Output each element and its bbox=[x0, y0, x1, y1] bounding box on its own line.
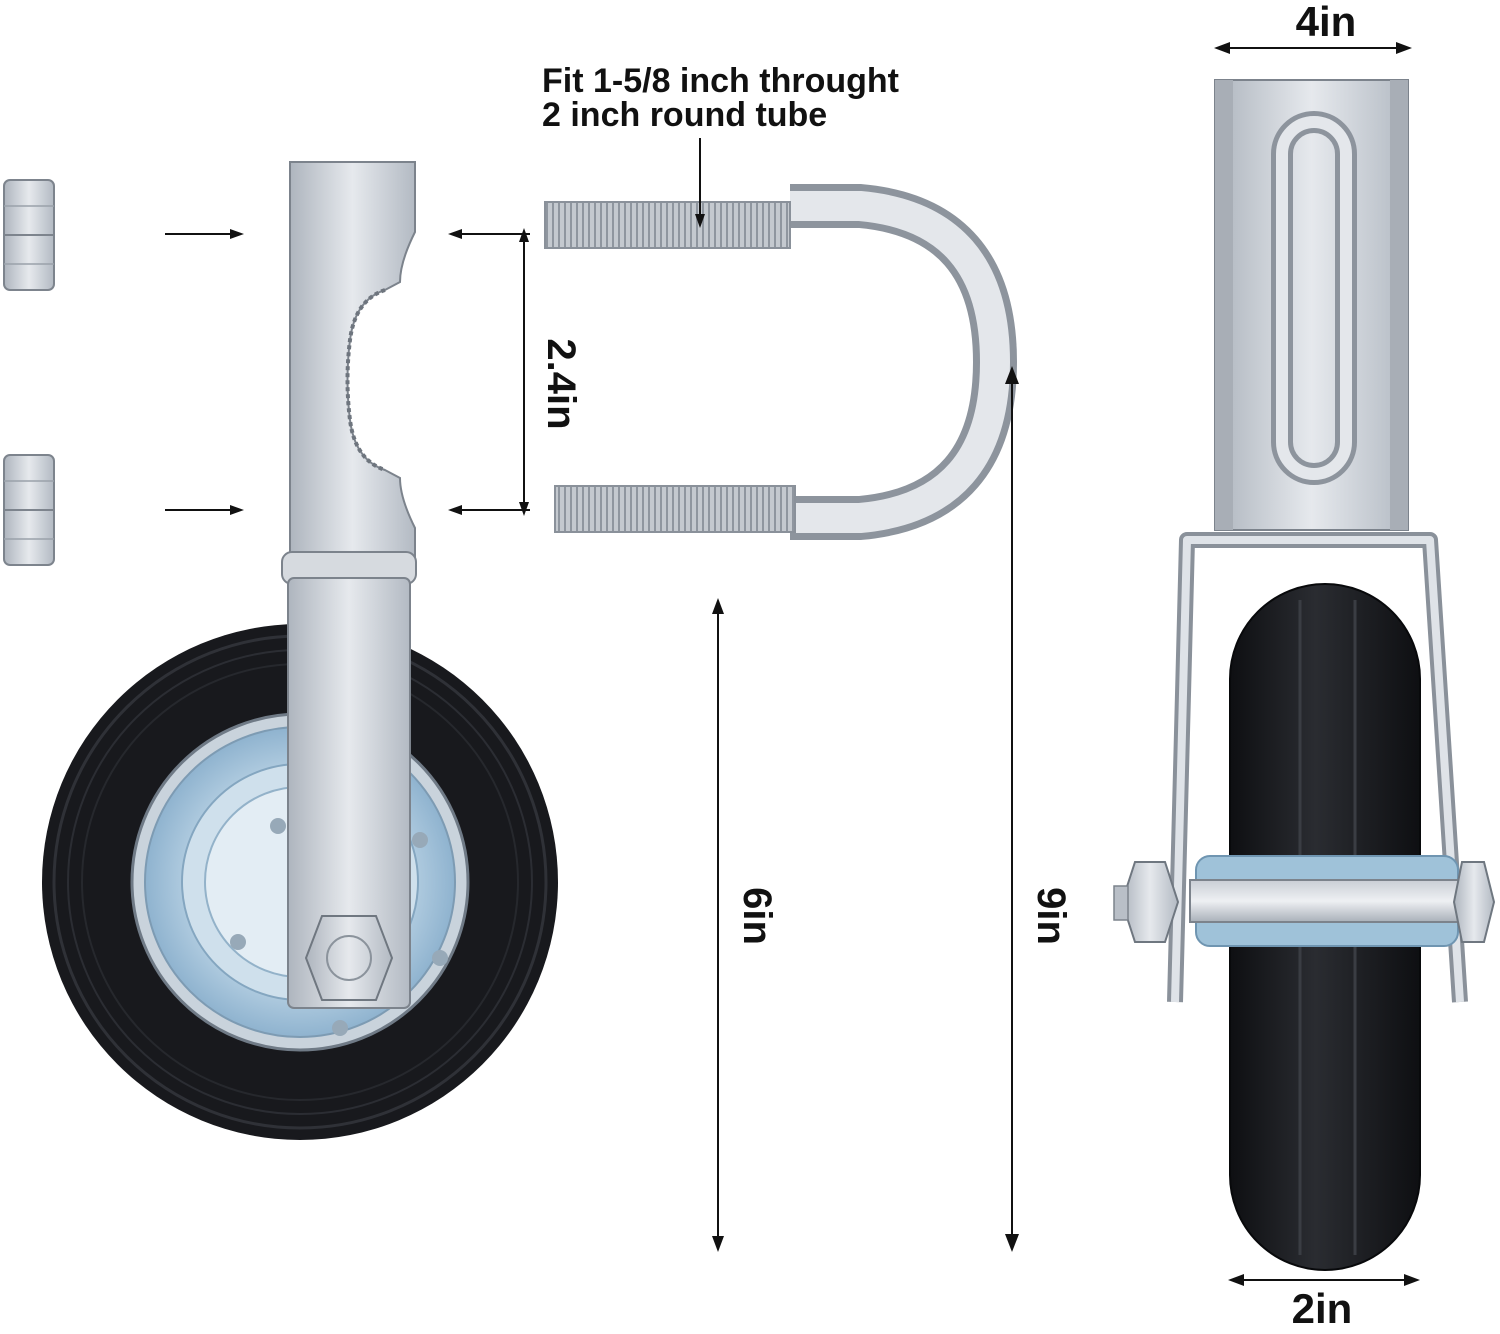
insert-arrow-bottom-right bbox=[448, 505, 530, 515]
u-bolt bbox=[544, 184, 1018, 540]
overall-height-label: 9in bbox=[1029, 887, 1073, 945]
bracket-width-label: 4in bbox=[1296, 0, 1357, 45]
hex-nut-top bbox=[3, 179, 55, 291]
annotation-text-line-1: Fit 1-5/8 inch throught bbox=[542, 62, 899, 100]
overall-height-dimension-line bbox=[1005, 366, 1019, 1252]
wheel-diameter-dimension-line bbox=[712, 598, 724, 1252]
annotation-text-line-2: 2 inch round tube bbox=[542, 96, 827, 134]
insert-arrow-top-left bbox=[165, 229, 244, 239]
bracket-width-dimension-line bbox=[1214, 42, 1412, 54]
wheel-side-view bbox=[1113, 79, 1496, 1271]
insert-arrow-bottom-left bbox=[165, 505, 244, 515]
clamp-gap-label: 2.4in bbox=[539, 338, 583, 429]
clamp-bracket-front bbox=[281, 161, 417, 1009]
wheel-width-dimension-line bbox=[1228, 1274, 1420, 1286]
wheel-diameter-label: 6in bbox=[735, 887, 779, 945]
clamp-gap-dimension-line bbox=[519, 228, 529, 516]
hex-nut-bottom bbox=[3, 454, 55, 566]
annotation-pointer bbox=[695, 138, 705, 228]
wheel-width-label: 2in bbox=[1292, 1285, 1353, 1329]
insert-arrow-top-right bbox=[448, 229, 530, 239]
